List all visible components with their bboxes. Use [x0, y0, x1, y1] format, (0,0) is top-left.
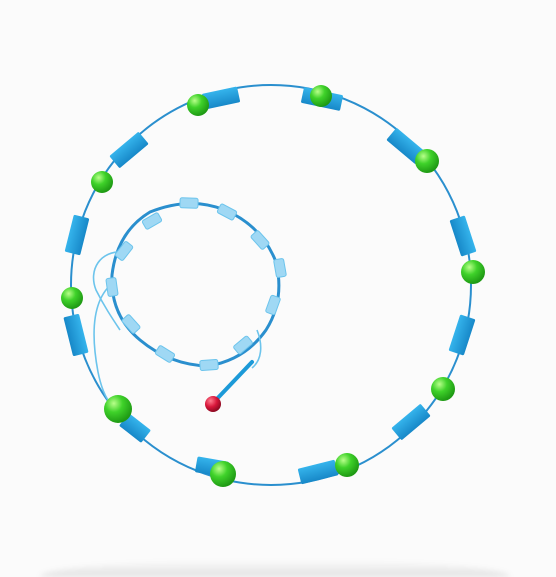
floor-shadow — [40, 560, 510, 577]
ring-magnet — [448, 314, 476, 356]
ring-node — [104, 395, 132, 423]
booster-magnet — [141, 212, 163, 230]
ring-magnet — [297, 459, 339, 485]
booster-magnet — [273, 258, 287, 278]
source-sphere — [205, 396, 221, 412]
injector-line — [212, 360, 254, 404]
ring-magnet — [63, 313, 89, 357]
booster-magnets — [105, 197, 287, 371]
ring-node — [335, 453, 359, 477]
booster-magnet — [199, 359, 219, 371]
ring-node — [187, 94, 209, 116]
ring-node — [415, 149, 439, 173]
ring-node — [210, 461, 236, 487]
storage-ring — [70, 84, 472, 486]
ring-node — [431, 377, 455, 401]
booster-magnet — [154, 345, 176, 363]
ring-node — [91, 171, 113, 193]
booster-magnet — [105, 277, 119, 297]
booster-magnet — [265, 294, 281, 316]
booster-magnet — [121, 314, 141, 334]
booster-magnet — [250, 230, 270, 250]
ring-magnet — [109, 132, 149, 168]
transfer-line — [92, 251, 125, 331]
booster-ring — [110, 201, 281, 368]
ring-magnet — [202, 86, 240, 110]
booster-magnet — [233, 335, 253, 355]
booster-magnet — [114, 241, 134, 261]
ring-magnet — [119, 413, 151, 443]
ring-magnet — [64, 214, 90, 256]
booster-magnet — [179, 197, 199, 209]
ring-magnet — [449, 215, 477, 257]
ring-magnet — [391, 404, 431, 440]
ring-node — [61, 287, 83, 309]
booster-magnet — [216, 203, 238, 221]
transfer-line — [251, 329, 262, 369]
ring-node — [310, 85, 332, 107]
ring-magnets — [63, 86, 477, 485]
ring-magnet — [386, 128, 426, 164]
ring-node — [461, 260, 485, 284]
ring-nodes — [61, 85, 485, 487]
transfer-lines — [92, 251, 262, 410]
